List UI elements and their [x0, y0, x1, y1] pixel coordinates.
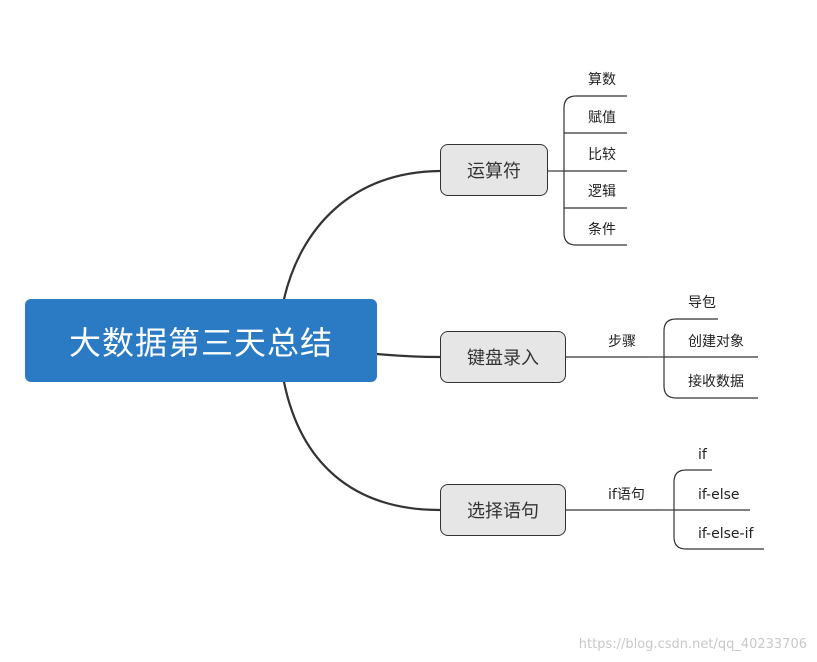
leaf-keyboard-1: 导包 [688, 295, 716, 311]
branch-node-keyboard: 键盘录入 [440, 331, 566, 383]
branch-node-selection: 选择语句 [440, 484, 566, 536]
leaf-operators-3: 比较 [588, 147, 616, 163]
keyboard-bracket [663, 318, 677, 399]
leaf-keyboard-3: 接收数据 [688, 374, 744, 390]
leaf-operators-2: 赋值 [588, 110, 616, 126]
leaf-operators-4: 逻辑 [588, 184, 616, 200]
watermark-url: https://blog.csdn.net/qq_40233706 [578, 637, 807, 652]
edge-root-keyboard [375, 352, 442, 359]
leaf-operators-5: 条件 [588, 222, 616, 238]
edge-root-operators [282, 169, 442, 301]
selection-if-label: if语句 [608, 487, 645, 503]
edge-root-selection [282, 380, 442, 512]
keyboard-steps-label: 步骤 [608, 334, 636, 350]
leaf-keyboard-2: 创建对象 [688, 334, 744, 350]
branch-node-operators: 运算符 [440, 144, 548, 196]
leaf-operators-1: 算数 [588, 72, 616, 88]
leaf-selection-2: if-else [698, 487, 740, 503]
leaf-selection-1: if [698, 447, 707, 463]
leaf-selection-3: if-else-if [698, 526, 754, 542]
root-node-title: 大数据第三天总结 [25, 299, 377, 382]
